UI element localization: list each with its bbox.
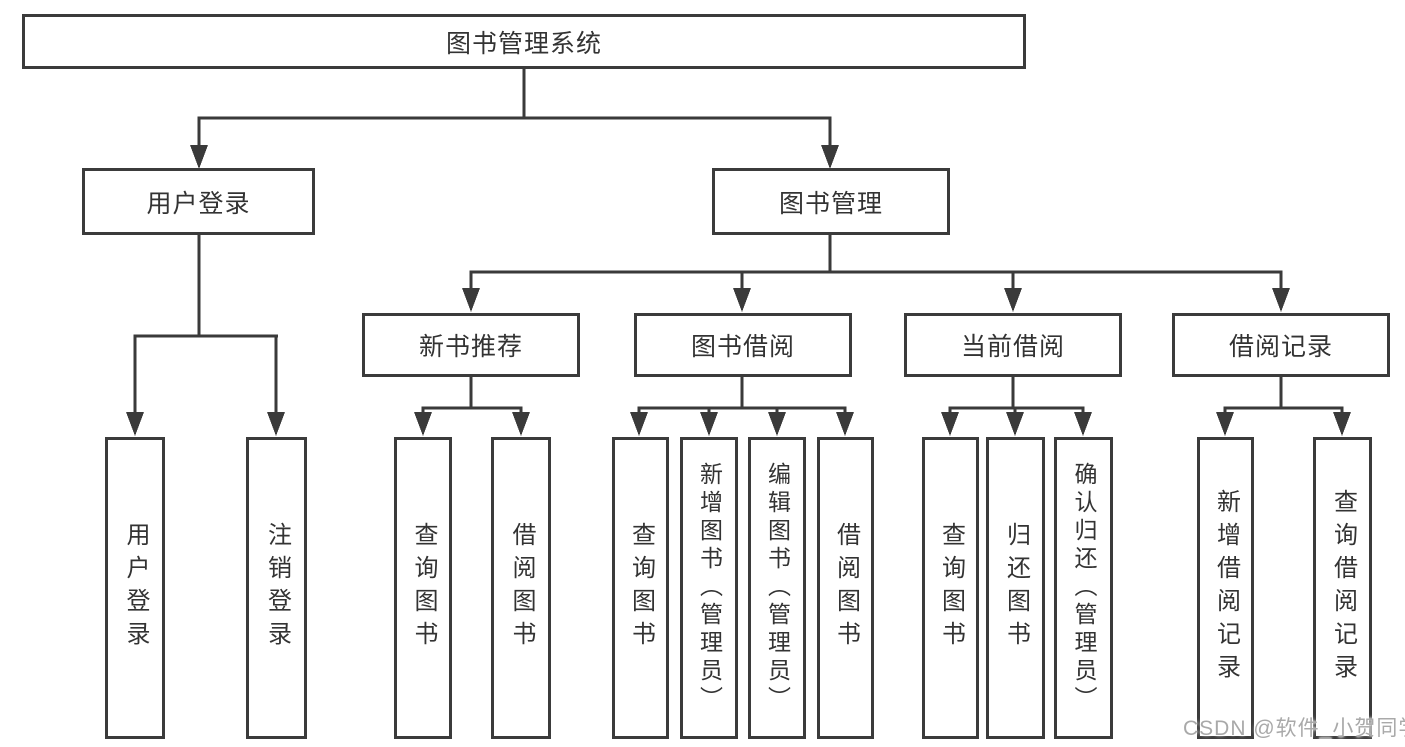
arrowhead: [126, 412, 144, 436]
node-book-management-label: 图书管理: [778, 189, 883, 218]
arrowhead: [512, 412, 530, 436]
arrowhead: [836, 412, 854, 436]
leaf-bb-borrow-book: 借阅图书: [817, 437, 874, 739]
arrowhead: [700, 412, 718, 436]
leaf-nb-query-book-label: 查询图书: [410, 522, 437, 654]
node-root: 图书管理系统: [22, 14, 1026, 69]
node-new-book-recommend-label: 新书推荐: [418, 333, 523, 361]
arrowhead: [821, 145, 839, 169]
leaf-user-login: 用户登录: [105, 437, 165, 739]
connector-current-borrow-children: [941, 377, 1092, 436]
arrowhead: [630, 412, 648, 436]
arrowhead: [1004, 288, 1022, 312]
arrowhead: [1272, 288, 1290, 312]
leaf-bb-add-book-admin: 新增图书（管理员）: [680, 437, 738, 739]
arrowhead: [1333, 412, 1351, 436]
connector-user-login-children: [126, 235, 285, 436]
arrowhead: [414, 412, 432, 436]
leaf-bb-add-book-admin-label: 新增图书（管理员）: [696, 462, 723, 714]
leaf-cb-confirm-return-admin: 确认归还（管理员）: [1054, 437, 1113, 739]
node-current-borrow: 当前借阅: [904, 313, 1122, 377]
arrowhead: [1216, 412, 1234, 436]
node-current-borrow-label: 当前借阅: [960, 333, 1065, 361]
watermark-text: CSDN @软件_小贺同学: [1183, 717, 1405, 740]
leaf-bb-query-book-label: 查询图书: [627, 522, 655, 654]
leaf-cb-confirm-return-admin-label: 确认归还（管理员）: [1071, 462, 1097, 714]
arrowhead: [190, 145, 208, 169]
node-user-login-label: 用户登录: [146, 189, 251, 218]
leaf-bb-edit-book-admin: 编辑图书（管理员）: [748, 437, 806, 739]
node-book-borrow-label: 图书借阅: [690, 333, 795, 361]
leaf-br-query-record-label: 查询借阅记录: [1329, 489, 1357, 687]
arrowhead: [1006, 412, 1024, 436]
leaf-nb-query-book: 查询图书: [394, 437, 452, 739]
leaf-bb-query-book: 查询图书: [612, 437, 669, 739]
leaf-user-login-label: 用户登录: [122, 522, 149, 654]
arrowhead: [768, 412, 786, 436]
connector-new-book-recommend-children: [414, 377, 530, 436]
connector-book-borrow-children: [630, 377, 854, 436]
leaf-nb-borrow-book-label: 借阅图书: [508, 522, 535, 654]
arrowhead: [733, 288, 751, 312]
leaf-bb-edit-book-admin-label: 编辑图书（管理员）: [764, 462, 791, 714]
node-borrow-records-label: 借阅记录: [1228, 333, 1333, 361]
leaf-br-add-record-label: 新增借阅记录: [1212, 489, 1240, 687]
arrowhead: [941, 412, 959, 436]
connector-root-to-level2: [190, 69, 839, 169]
leaf-bb-borrow-book-label: 借阅图书: [832, 522, 860, 654]
arrowhead: [267, 412, 285, 436]
node-root-label: 图书管理系统: [445, 29, 602, 58]
leaf-logout-label: 注销登录: [263, 522, 291, 654]
node-book-borrow: 图书借阅: [634, 313, 852, 377]
leaf-cb-query-book: 查询图书: [922, 437, 979, 739]
leaf-br-add-record: 新增借阅记录: [1197, 437, 1254, 739]
leaf-cb-return-book: 归还图书: [986, 437, 1045, 739]
leaf-nb-borrow-book: 借阅图书: [491, 437, 551, 739]
connector-book-management-children: [462, 235, 1290, 312]
leaf-cb-return-book-label: 归还图书: [1002, 522, 1030, 654]
leaf-logout: 注销登录: [246, 437, 307, 739]
arrowhead: [462, 288, 480, 312]
node-new-book-recommend: 新书推荐: [362, 313, 580, 377]
node-book-management: 图书管理: [712, 168, 950, 235]
leaf-br-query-record: 查询借阅记录: [1313, 437, 1372, 739]
node-borrow-records: 借阅记录: [1172, 313, 1390, 377]
leaf-cb-query-book-label: 查询图书: [937, 522, 965, 654]
node-user-login: 用户登录: [82, 168, 315, 235]
arrowhead: [1074, 412, 1092, 436]
connector-borrow-records-children: [1216, 377, 1351, 436]
